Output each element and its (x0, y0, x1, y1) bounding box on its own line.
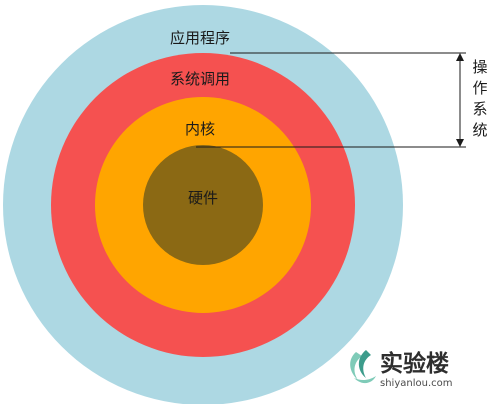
layer-kernel-label: 内核 (185, 120, 215, 138)
watermark-name: 实验楼 (380, 350, 449, 377)
shiyanlou-logo-icon (350, 350, 376, 384)
shiyanlou-watermark: 实验楼 shiyanlou.com (350, 350, 452, 389)
os-bracket-char-4: 统 (472, 121, 487, 139)
os-bracket-char-3: 系 (472, 100, 487, 118)
layer-apps-label: 应用程序 (170, 29, 230, 47)
os-span-arrow (456, 53, 464, 147)
os-bracket-label: 操 作 系 统 (472, 58, 487, 139)
layer-hardware-label: 硬件 (188, 189, 218, 207)
os-bracket-char-1: 操 (472, 58, 487, 76)
layer-hardware-core (143, 145, 263, 265)
layer-syscalls-label: 系统调用 (170, 70, 230, 88)
watermark-url: shiyanlou.com (380, 378, 452, 389)
os-bracket-char-2: 作 (472, 79, 487, 97)
